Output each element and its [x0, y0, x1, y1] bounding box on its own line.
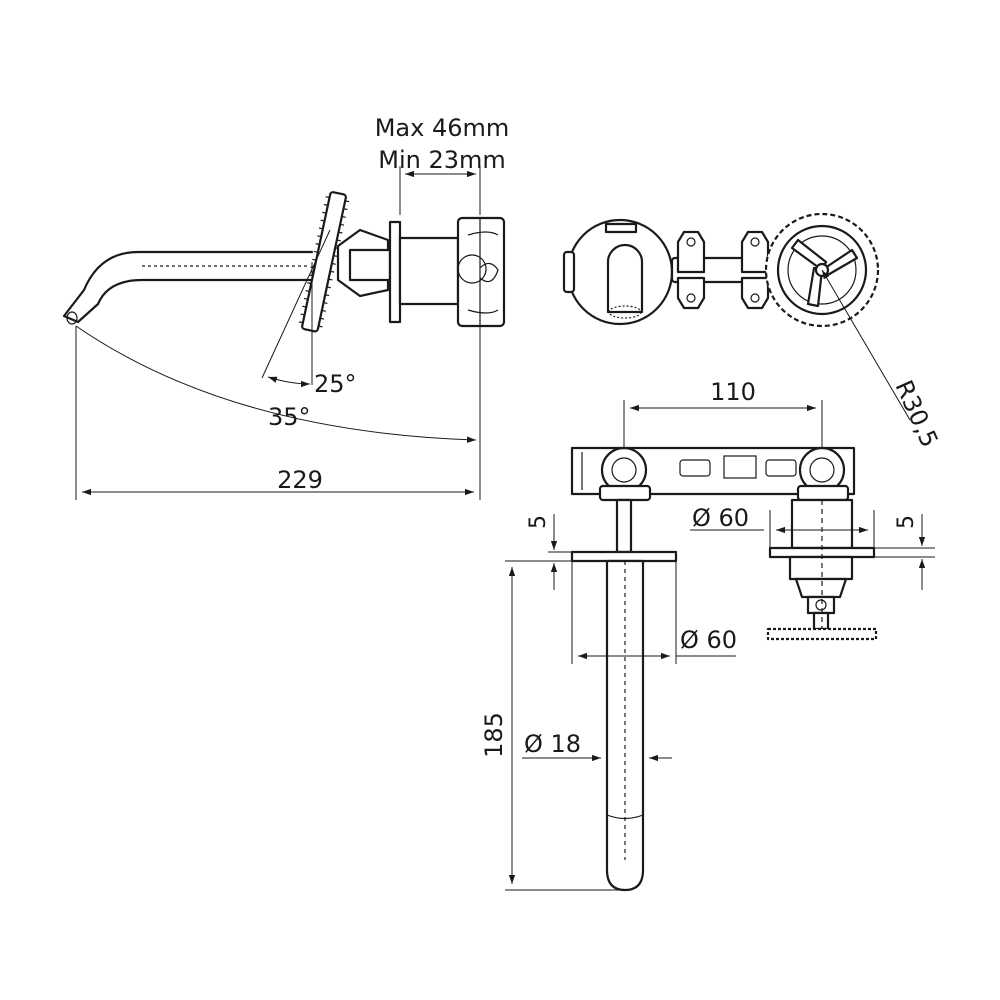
spout-plate-top [570, 550, 678, 563]
length-229-label: 229 [277, 466, 323, 494]
plate-5-left-label: 5 [526, 515, 551, 529]
front-view: R30,5 [562, 212, 944, 452]
angle-35-label: 35° [268, 403, 311, 431]
spacing-110-label: 110 [710, 378, 756, 406]
spout-outlet [66, 311, 78, 325]
angle-25-label: 25° [314, 370, 357, 398]
plate-5-right-label: 5 [894, 515, 919, 529]
side-view: Max 46mm Min 23mm 25° 35° 229 [62, 114, 510, 500]
dia-60-rosette-label: Ø 60 [692, 504, 749, 532]
spout-front [606, 243, 644, 314]
depth-min-label: Min 23mm [378, 146, 506, 174]
spout-side [62, 250, 314, 324]
top-view: 110 5 Ø 60 Ø 18 [480, 378, 935, 892]
height-185-label: 185 [480, 712, 508, 758]
depth-max-label: Max 46mm [375, 114, 510, 142]
wall-plate-side [388, 220, 402, 324]
dia-60-plate-label: Ø 60 [680, 626, 737, 654]
handle-wheel-top [766, 627, 878, 641]
spout-top [605, 559, 645, 892]
dia-18-label: Ø 18 [524, 730, 581, 758]
radius-wheel-label: R30,5 [890, 376, 944, 451]
